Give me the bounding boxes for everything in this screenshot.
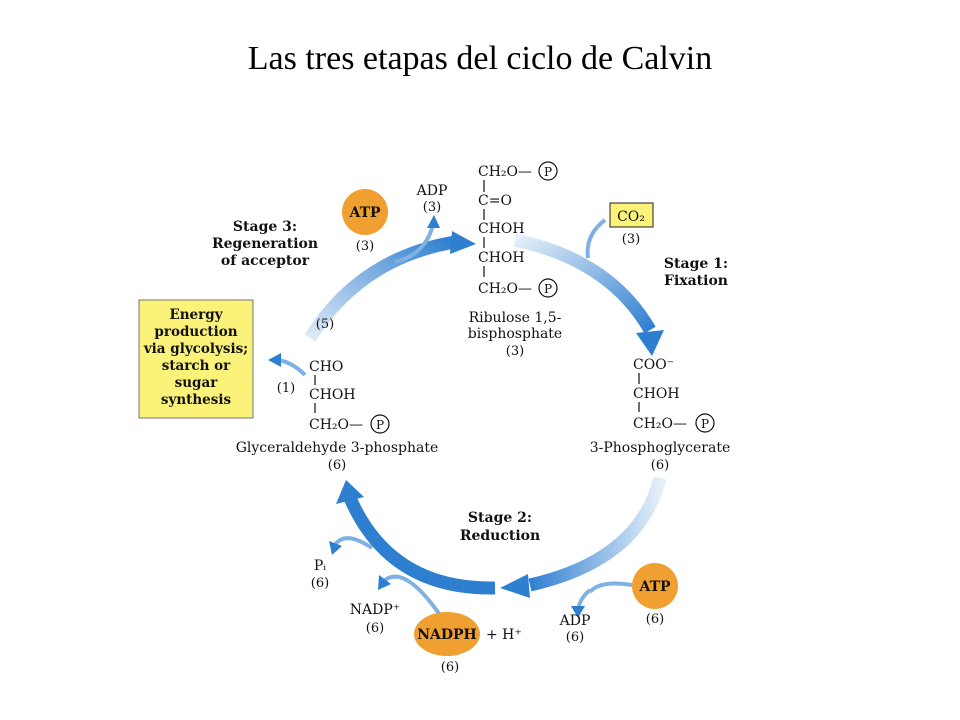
nadp-arrowhead xyxy=(378,575,391,590)
pga-line-2: CHOH xyxy=(633,386,680,402)
stage1-label: Stage 1: Fixation xyxy=(664,256,728,289)
svg-text:Reduction: Reduction xyxy=(460,528,540,544)
atp-stage2-label: ATP xyxy=(638,579,671,595)
gap-count: (6) xyxy=(328,458,346,473)
rubp-count: (3) xyxy=(506,344,524,359)
svg-text:Regeneration: Regeneration xyxy=(212,236,318,252)
nadph-arrow xyxy=(383,574,442,617)
co2-arrow xyxy=(585,218,607,259)
nadph-suffix: + H⁺ xyxy=(486,627,522,643)
svg-text:Fixation: Fixation xyxy=(664,273,728,289)
atp-stage2-arrow xyxy=(588,581,633,594)
svg-text:of acceptor: of acceptor xyxy=(221,253,310,269)
atp-stage2: ATP (6) xyxy=(632,563,678,627)
nadp-label: NADP⁺ xyxy=(350,602,400,618)
energy-branch-arrowhead xyxy=(268,353,281,367)
rubp-line-4: CHOH xyxy=(478,250,525,266)
branch-count-energy: (1) xyxy=(277,381,295,396)
atp-stage3-label: ATP xyxy=(348,205,381,221)
phosphate-symbol: P xyxy=(701,417,709,431)
adp-stage3-arrow xyxy=(394,224,435,264)
pi-arrow xyxy=(333,536,374,550)
rubp-line-1: CH₂O— xyxy=(478,164,532,180)
rubp-line-3: CHOH xyxy=(478,221,525,237)
svg-text:production: production xyxy=(154,324,237,340)
phosphate-symbol: P xyxy=(544,165,552,179)
adp-stage2: ADP (6) xyxy=(559,613,591,645)
stage3-arrow xyxy=(304,235,457,342)
adp-stage2-label: ADP xyxy=(559,613,591,629)
stage3-label: Stage 3: Regeneration of acceptor xyxy=(212,219,318,269)
nadp: NADP⁺ (6) xyxy=(350,602,400,636)
pi-arrowhead xyxy=(329,541,342,555)
gap-line-1: CHO xyxy=(309,359,343,375)
pi-label: Pᵢ xyxy=(314,558,326,574)
svg-text:Energy: Energy xyxy=(169,307,223,323)
svg-text:sugar: sugar xyxy=(175,375,219,391)
pga-line-3: CH₂O— xyxy=(633,416,687,432)
adp-stage3-arrowhead xyxy=(427,215,440,228)
adp-stage3-count: (3) xyxy=(423,200,441,215)
gap-line-2: CHOH xyxy=(309,387,356,403)
stage3-arrowhead xyxy=(450,231,476,254)
gap-name: Glyceraldehyde 3-phosphate xyxy=(236,440,439,456)
energy-production-box: Energy production via glycolysis; starch… xyxy=(138,299,254,419)
nadp-count: (6) xyxy=(366,621,384,636)
rubp-line-5: CH₂O— xyxy=(478,281,532,297)
nadph-label: NADPH xyxy=(417,627,477,643)
stage2-arrow-right xyxy=(528,476,667,592)
svg-text:Stage 1:: Stage 1: xyxy=(664,256,728,272)
co2-input: CO₂ (3) xyxy=(609,202,654,247)
phosphoglycerate: COO⁻ CHOH CH₂O— P 3-Phosphoglycerate (6) xyxy=(590,357,731,473)
stage1-arrowhead xyxy=(636,330,664,356)
adp-stage2-count: (6) xyxy=(566,630,584,645)
nadph: NADPH + H⁺ (6) xyxy=(414,612,522,675)
pi-count: (6) xyxy=(311,576,329,591)
svg-text:synthesis: synthesis xyxy=(161,392,232,408)
glyceraldehyde-3-phosphate: CHO CHOH CH₂O— P Glyceraldehyde 3-phosph… xyxy=(236,359,439,473)
stage2-arrow-left xyxy=(344,495,496,595)
slide-title: Las tres etapas del ciclo de Calvin xyxy=(247,40,713,77)
atp-stage3-count: (3) xyxy=(356,239,374,254)
stage1-arrow xyxy=(513,233,656,334)
nadph-count: (6) xyxy=(441,660,459,675)
pga-count: (6) xyxy=(651,458,669,473)
svg-text:via glycolysis;: via glycolysis; xyxy=(143,341,248,357)
stage2-arrowhead-left xyxy=(336,480,364,504)
pga-name: 3-Phosphoglycerate xyxy=(590,440,731,456)
energy-branch-arrow xyxy=(277,358,307,377)
ribulose-bisphosphate: CH₂O— P C=O CHOH CHOH CH₂O— P Ribulose 1… xyxy=(468,161,562,359)
adp-stage3-label: ADP xyxy=(416,183,448,199)
svg-text:Stage 3:: Stage 3: xyxy=(233,219,297,235)
rubp-line-2: C=O xyxy=(478,193,512,209)
pga-line-1: COO⁻ xyxy=(633,357,674,373)
phosphate-symbol: P xyxy=(544,282,552,296)
stage2-label: Stage 2: Reduction xyxy=(460,510,540,544)
svg-text:Stage 2:: Stage 2: xyxy=(468,510,532,526)
pi: Pᵢ (6) xyxy=(311,558,329,591)
phosphate-symbol: P xyxy=(376,418,384,432)
gap-line-3: CH₂O— xyxy=(309,417,363,433)
rubp-name-1: Ribulose 1,5- xyxy=(469,310,562,326)
co2-count: (3) xyxy=(622,232,640,247)
co2-label: CO₂ xyxy=(617,209,645,225)
atp-stage3: ATP (3) xyxy=(342,189,388,254)
branch-count-regeneration: (5) xyxy=(316,317,334,332)
rubp-name-2: bisphosphate xyxy=(468,326,562,342)
adp-stage2-arrowhead xyxy=(571,606,585,618)
stage2-arrowhead-right xyxy=(500,574,530,598)
atp-stage2-count: (6) xyxy=(646,612,664,627)
svg-text:starch or: starch or xyxy=(162,358,231,374)
adp-stage3: ADP (3) xyxy=(416,183,448,215)
